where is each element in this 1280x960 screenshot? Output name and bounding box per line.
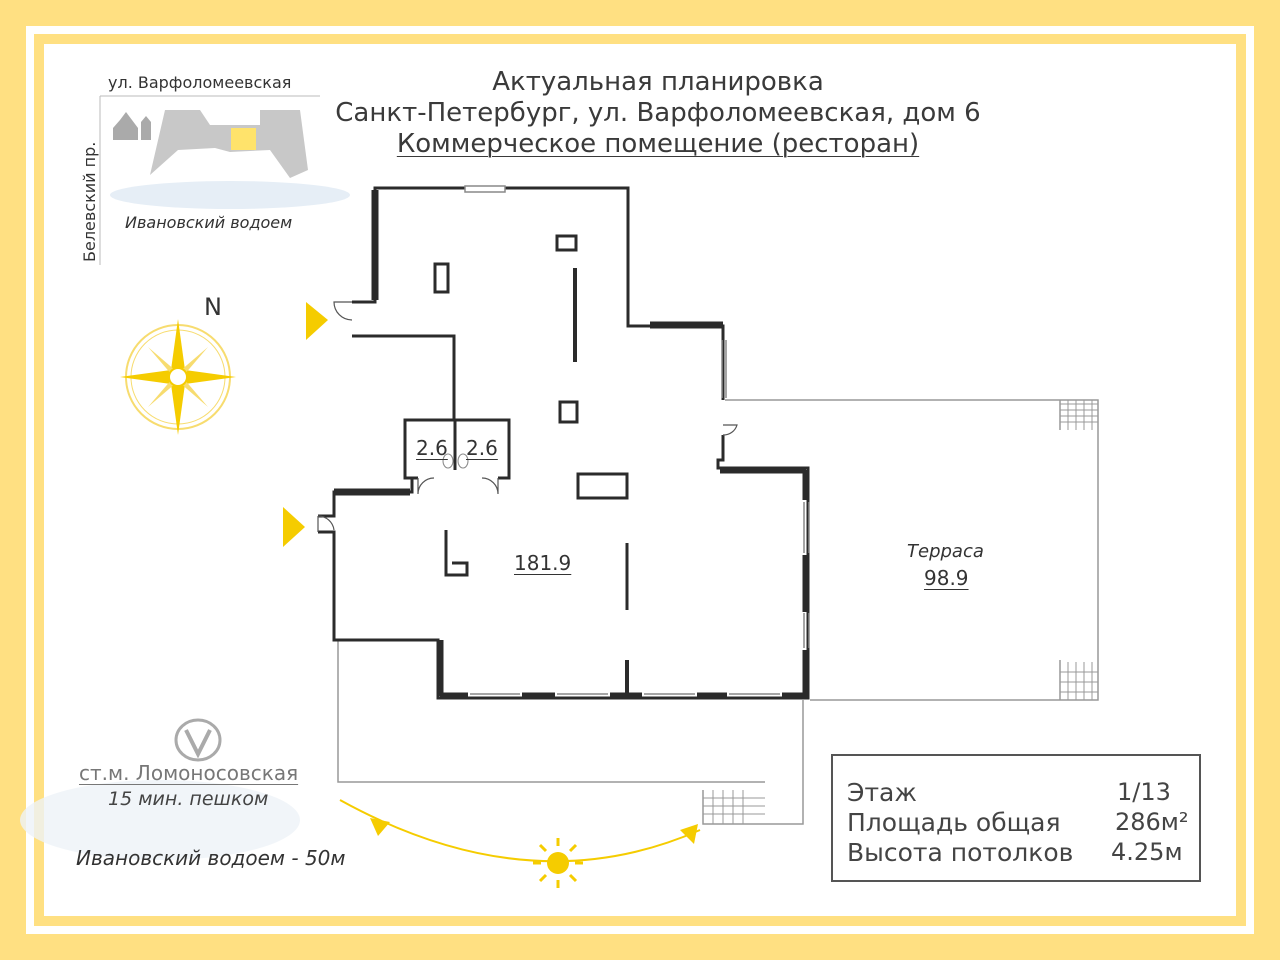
church-icon [113,112,151,140]
metro-walk-label: 15 мин. пешком [108,788,269,810]
street-top-label: ул. Варфоломеевская [108,73,292,92]
height-value: 4.25м [1111,838,1183,866]
main-walls [318,186,810,700]
stairs-ramp-icon [703,790,765,824]
sun-path-arrow-end [680,824,698,844]
height-label: Высота потолков [847,838,1074,867]
wc1-area: 2.6 [416,436,448,460]
stairs-top-icon [1060,400,1098,430]
sun-icon [533,838,583,888]
terrace-label: Терраса [907,541,984,562]
property-type: Коммерческое помещение (ресторан) [396,129,920,159]
building-highlight [231,128,256,150]
doors [317,301,738,532]
toilet-icons [442,453,469,469]
sun-path-arrow-start [370,818,390,836]
page-title: Актуальная планировка [492,67,824,97]
terrace-outline [725,399,1099,701]
columns [433,234,629,610]
street-side-label: Белевский пр. [80,141,99,262]
building-silhouette [150,110,308,178]
sun-path-arc [339,799,701,863]
water-shade-left [20,780,300,860]
terrace-area: 98.9 [924,566,969,590]
metro-station-label: ст.м. Ломоносовская [79,761,299,785]
sidewalk-outline [337,640,804,825]
main-hall-area: 181.9 [514,551,572,575]
wc2-area: 2.6 [466,436,498,460]
compass-icon [120,319,236,435]
stairs-bottom-icon [1060,662,1098,700]
north-label: N [204,293,222,321]
entrance-arrow-bottom [283,507,305,547]
area-label: Площадь общая [847,808,1061,837]
area-value: 286м² [1115,808,1189,836]
windows [464,185,810,695]
floor-value: 1/13 [1117,778,1171,806]
water-shade-map [110,181,350,209]
entrance-arrow-top [306,302,328,340]
property-info-box: Этаж 1/13 Площадь общая 286м² Высота пот… [831,754,1201,882]
address-line: Санкт-Петербург, ул. Варфоломеевская, до… [335,98,981,128]
floor-label: Этаж [847,778,917,807]
location-map [99,95,320,265]
metro-logo-icon [174,718,222,762]
water-map-label: Ивановский водоем [125,213,293,232]
water-distance-label: Ивановский водоем - 50м [76,846,346,870]
